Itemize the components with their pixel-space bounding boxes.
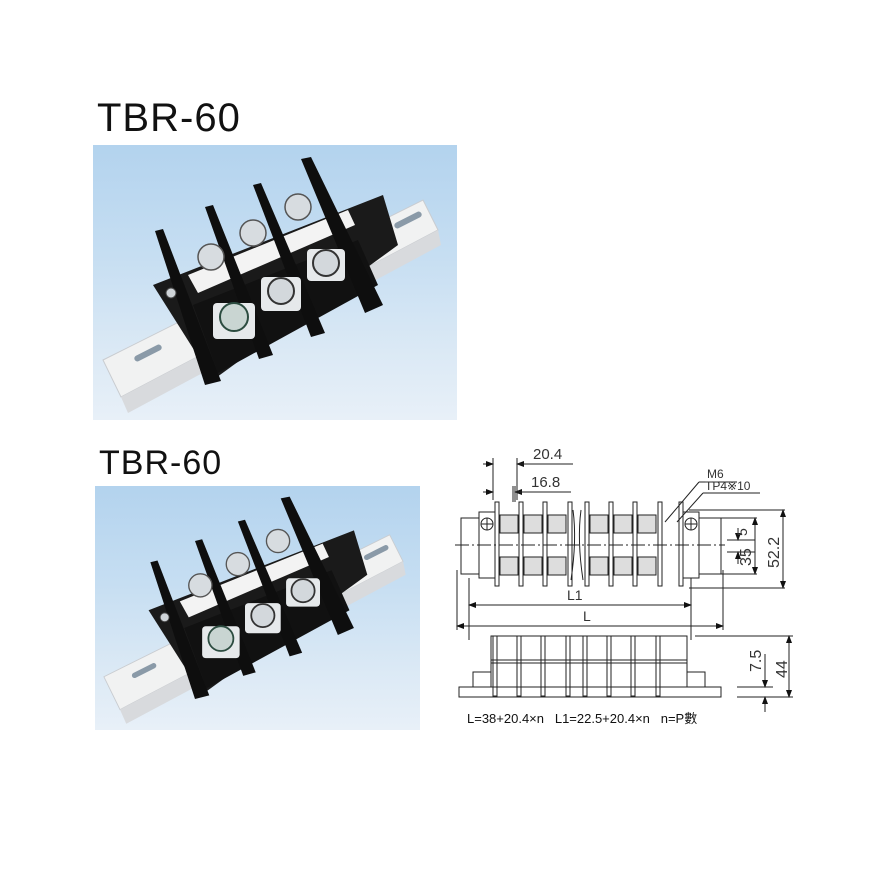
dim-inner-width: 16.8 (531, 474, 560, 491)
product-photo-1 (93, 145, 457, 420)
dim-L: L (583, 608, 591, 624)
dim-screw-spec: TP4※10 (705, 479, 751, 493)
dim-screw-spacing: 35 (738, 548, 755, 566)
dim-L1: L1 (567, 587, 583, 603)
product-photo-2 (95, 486, 420, 730)
terminal-block-image (103, 496, 406, 724)
length-formula: L=38+20.4×n L1=22.5+20.4×n n=P數 (467, 711, 698, 726)
dimension-drawing: 20.4 16.8 M6 TP4※10 L1 L 5 35 52.2 7.5 4… (455, 446, 793, 712)
dim-pitch: 20.4 (533, 446, 562, 463)
terminal-block-image (102, 157, 441, 413)
dim-base-height: 7.5 (748, 650, 765, 672)
dim-total-height: 44 (774, 660, 791, 678)
dim-depth: 52.2 (766, 537, 783, 568)
product-title-1: TBR-60 (97, 96, 241, 140)
dim-screw: M6 (707, 467, 724, 481)
product-title-2: TBR-60 (99, 444, 223, 482)
dim-rail-slot: 5 (734, 528, 750, 536)
technical-drawing: 20.4 16.8 M6 TP4※10 L1 L 5 35 52.2 7.5 4… (455, 440, 815, 740)
